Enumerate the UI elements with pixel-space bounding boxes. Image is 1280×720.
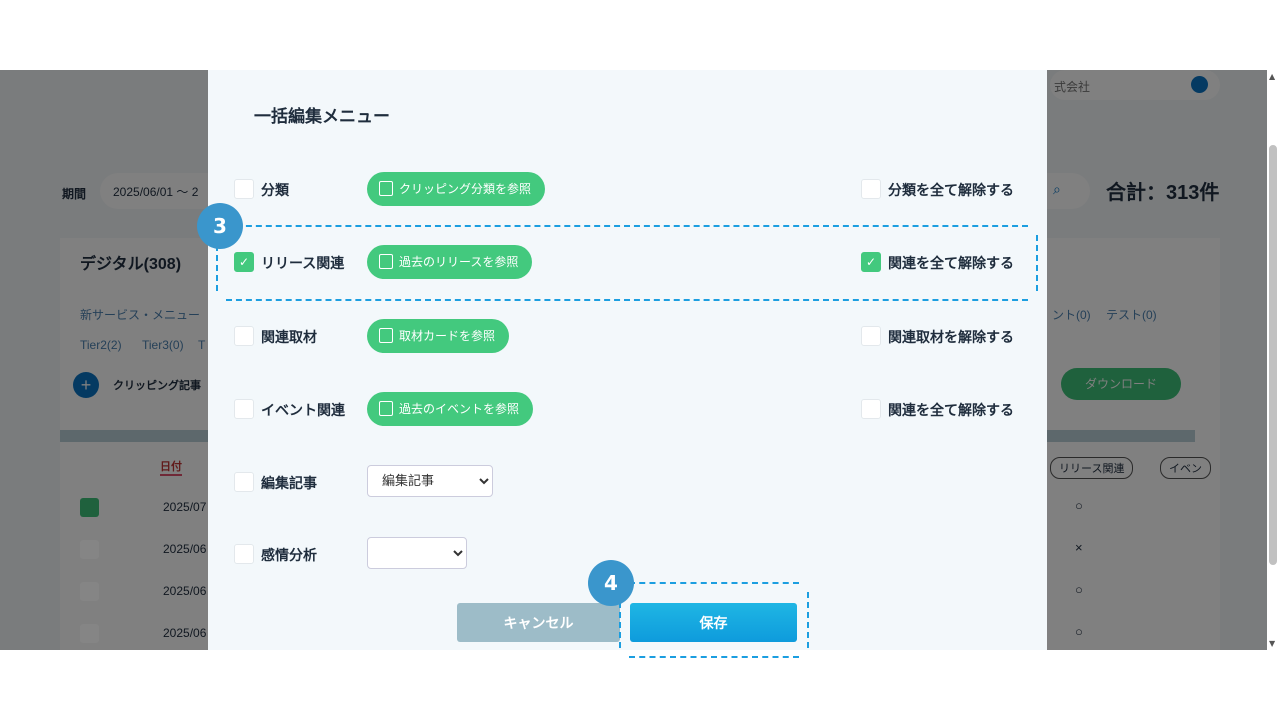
row-editorial: 編集記事 編集記事: [234, 465, 1017, 499]
row-date: 2025/07: [163, 500, 207, 514]
row-date: 2025/06: [163, 584, 207, 598]
row-checkbox[interactable]: [80, 624, 99, 643]
download-button[interactable]: ダウンロード: [1061, 368, 1181, 400]
release-filter-select[interactable]: リリース関連: [1050, 457, 1134, 479]
document-search-icon: [379, 181, 393, 196]
row-date: 2025/06: [163, 542, 207, 556]
search-icon: ⌕: [1053, 181, 1061, 197]
row-checkbox[interactable]: [80, 498, 99, 517]
editorial-label: 編集記事: [261, 476, 317, 492]
check-icon: ✓: [865, 255, 877, 269]
row-interview: 関連取材 取材カードを参照 関連取材を解除する: [234, 319, 1017, 353]
category-link[interactable]: テスト(0): [1106, 308, 1157, 322]
browse-classification-button[interactable]: クリッピング分類を参照: [367, 172, 546, 206]
editorial-checkbox[interactable]: [234, 472, 254, 492]
check-icon: ✓: [238, 255, 250, 269]
clear-interview-checkbox[interactable]: [861, 326, 881, 346]
category-link[interactable]: 新サービス・メニュー: [80, 308, 201, 322]
scrollbar-thumb[interactable]: [1269, 145, 1277, 565]
highlight-edge: [226, 225, 1028, 227]
button-label: 取材カードを参照: [399, 329, 496, 343]
period-value: 2025/06/01 ～ 2: [113, 185, 199, 199]
company-select[interactable]: 式会社: [1050, 70, 1220, 100]
download-label: ダウンロード: [1084, 377, 1157, 391]
total-count: 合計：313件: [1106, 182, 1220, 204]
page-scrollbar[interactable]: ▲ ▼: [1267, 70, 1280, 650]
scroll-down-icon[interactable]: ▼: [1269, 639, 1276, 648]
category-link[interactable]: Tier2(2): [80, 338, 122, 352]
company-select-value: 式会社: [1054, 80, 1091, 94]
release-checkbox[interactable]: ✓: [234, 252, 254, 272]
row-classification: 分類 クリッピング分類を参照 分類を全て解除する: [234, 172, 1017, 206]
row-mark: ○: [1075, 498, 1083, 513]
button-label: クリッピング分類を参照: [399, 182, 532, 196]
browse-interview-cards-button[interactable]: 取材カードを参照: [367, 319, 510, 353]
row-mark: ○: [1075, 624, 1083, 639]
category-link[interactable]: ント(0): [1052, 308, 1091, 322]
release-label: リリース関連: [261, 256, 345, 272]
editorial-select[interactable]: 編集記事: [367, 465, 493, 497]
interview-checkbox[interactable]: [234, 326, 254, 346]
clear-release-checkbox[interactable]: ✓: [861, 252, 881, 272]
browse-releases-button[interactable]: 過去のリリースを参照: [367, 245, 533, 279]
row-checkbox[interactable]: [80, 540, 99, 559]
interview-label: 関連取材: [261, 330, 317, 346]
sentiment-checkbox[interactable]: [234, 544, 254, 564]
step3-callout: 3: [197, 203, 243, 249]
add-clipping-link[interactable]: クリッピング記事: [113, 380, 201, 392]
period-input[interactable]: 2025/06/01 ～ 2: [100, 173, 208, 209]
bulk-edit-modal: 一括編集メニュー 分類 クリッピング分類を参照 分類を全て解除する ✓ リリース…: [208, 70, 1047, 650]
category-link[interactable]: T: [198, 338, 206, 352]
row-checkbox[interactable]: [80, 582, 99, 601]
date-column-header[interactable]: 日付: [160, 458, 182, 476]
button-label: 過去のイベントを参照: [399, 402, 520, 416]
highlight-edge: [1036, 235, 1038, 291]
sentiment-select[interactable]: [367, 537, 467, 569]
event-filter-select[interactable]: イベン: [1160, 457, 1211, 479]
event-label: イベント関連: [261, 403, 345, 419]
period-label: 期間: [62, 187, 87, 201]
classification-checkbox[interactable]: [234, 179, 254, 199]
row-mark: ○: [1075, 582, 1083, 597]
highlight-edge: [629, 582, 799, 584]
document-search-icon: [379, 328, 393, 343]
browse-events-button[interactable]: 過去のイベントを参照: [367, 392, 534, 426]
highlight-edge: [807, 592, 809, 648]
clear-interview-label: 関連取材を解除する: [888, 330, 1014, 346]
search-button[interactable]: ⌕: [1047, 173, 1090, 209]
tab-digital[interactable]: デジタル(308): [80, 256, 182, 273]
classification-label: 分類: [261, 183, 289, 199]
document-search-icon: [379, 254, 393, 269]
chevron-down-icon: [1191, 76, 1208, 93]
category-link[interactable]: Tier3(0): [142, 338, 184, 352]
row-event: イベント関連 過去のイベントを参照 関連を全て解除する: [234, 392, 1017, 426]
button-label: 過去のリリースを参照: [399, 255, 519, 269]
modal-title: 一括編集メニュー: [254, 107, 390, 127]
row-mark: ×: [1075, 540, 1083, 555]
clear-release-label: 関連を全て解除する: [888, 256, 1014, 272]
clear-classification-label: 分類を全て解除する: [888, 183, 1014, 199]
scroll-up-icon[interactable]: ▲: [1269, 72, 1276, 81]
step4-callout: 4: [588, 560, 634, 606]
highlight-edge: [226, 299, 1028, 301]
row-sentiment: 感情分析: [234, 537, 1017, 571]
row-date: 2025/06: [163, 626, 207, 640]
clear-classification-checkbox[interactable]: [861, 179, 881, 199]
highlight-edge: [619, 592, 621, 648]
highlight-edge: [216, 235, 218, 291]
clear-event-label: 関連を全て解除する: [888, 403, 1014, 419]
sentiment-label: 感情分析: [261, 548, 317, 564]
clear-event-checkbox[interactable]: [861, 399, 881, 419]
event-checkbox[interactable]: [234, 399, 254, 419]
save-button[interactable]: 保存: [630, 603, 797, 642]
cancel-button[interactable]: キャンセル: [457, 603, 620, 642]
document-search-icon: [379, 401, 393, 416]
highlight-edge: [629, 656, 799, 658]
add-icon[interactable]: +: [73, 372, 99, 398]
row-release: ✓ リリース関連 過去のリリースを参照 ✓ 関連を全て解除する: [234, 245, 1017, 279]
